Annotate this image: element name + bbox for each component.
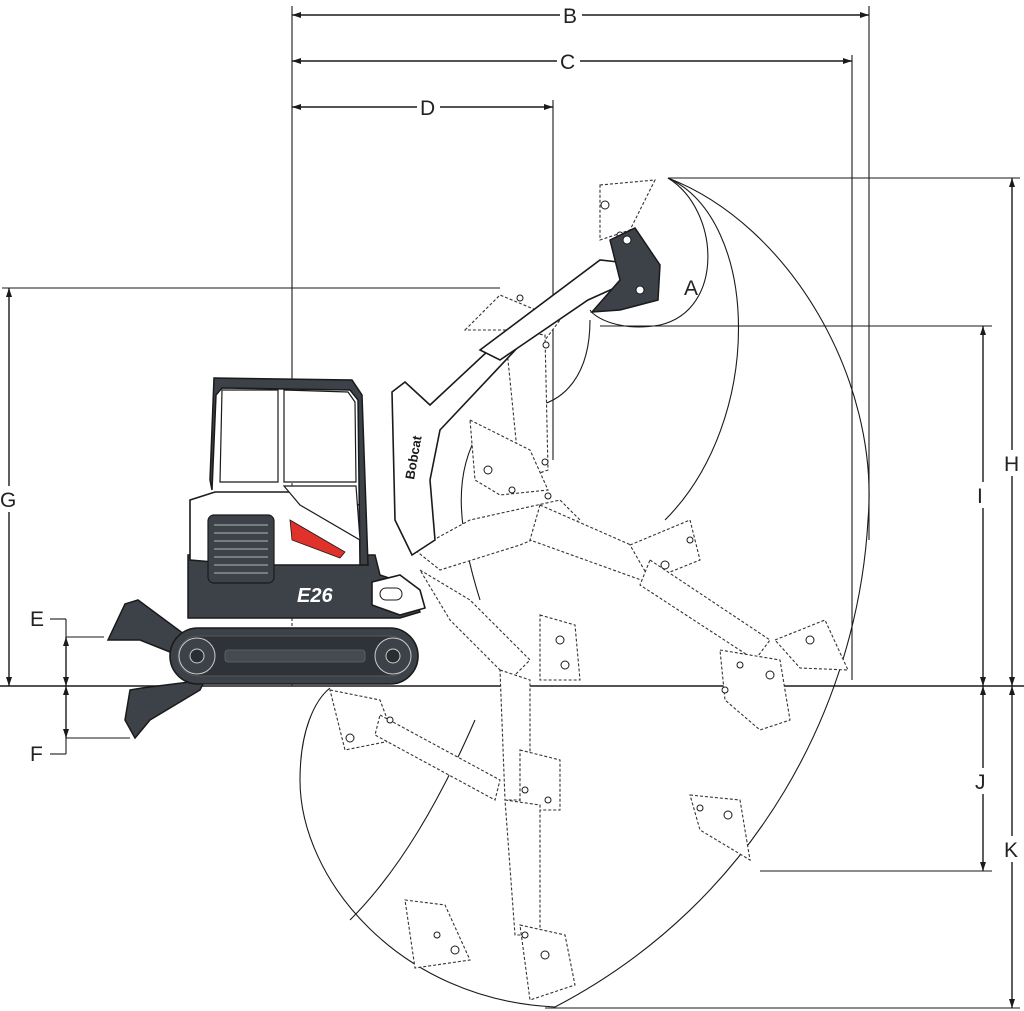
arm-positions-dashed	[329, 179, 849, 1001]
label-a: A	[684, 277, 698, 300]
label-i: I	[977, 485, 983, 508]
dozer-blade	[106, 599, 207, 740]
label-e: E	[30, 608, 44, 631]
label-d: D	[420, 97, 435, 120]
label-k: K	[1004, 839, 1018, 862]
red-accent-stripe	[289, 519, 346, 559]
working-range-envelope	[299, 177, 870, 1008]
dimension-lines	[2, 6, 1020, 1009]
pin-markers	[345, 200, 815, 960]
main-boom-arm: Bobcat	[391, 227, 661, 557]
cab-and-upper: E26	[187, 377, 426, 619]
label-f: F	[30, 743, 43, 766]
label-g: G	[0, 489, 16, 512]
label-j: J	[975, 771, 986, 794]
model-label: E26	[297, 585, 333, 607]
undercarriage	[169, 627, 419, 685]
label-b: B	[563, 5, 577, 28]
dimension-labels: B C D A G E F H I J K	[0, 2, 1019, 862]
label-h: H	[1004, 453, 1019, 476]
label-c: C	[560, 51, 575, 74]
